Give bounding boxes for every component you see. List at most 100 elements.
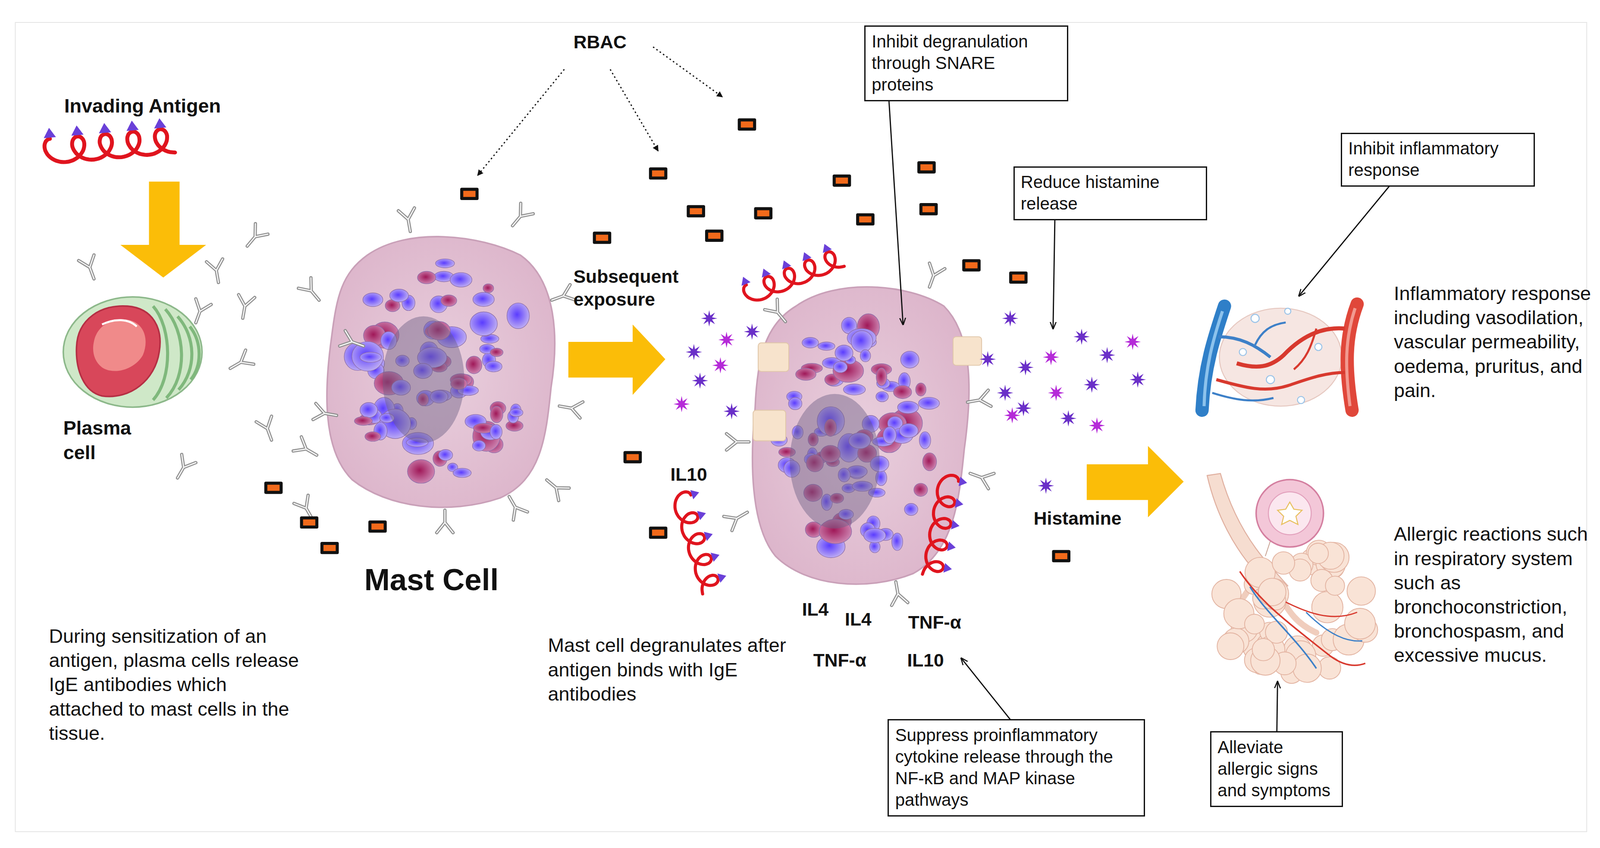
- histamine-molecule: [1088, 417, 1106, 434]
- histamine-molecule: [1124, 333, 1141, 351]
- rbac-particle: [689, 208, 702, 215]
- rbac-particle: [708, 232, 721, 239]
- granule: [860, 349, 871, 362]
- leader-line: [1053, 203, 1056, 329]
- ige-antibody: [921, 263, 945, 290]
- granule: [472, 292, 495, 307]
- ige-antibody: [887, 580, 908, 606]
- histamine-molecule: [1129, 371, 1146, 389]
- granule: [351, 341, 384, 372]
- granule: [407, 459, 435, 484]
- antigen: [671, 487, 730, 594]
- plasma-cell: [63, 297, 203, 408]
- dotted-arrow: [652, 47, 723, 98]
- ige-antibody: [241, 223, 268, 252]
- ige-antibody: [339, 330, 367, 354]
- histamine-molecule: [1001, 310, 1019, 327]
- yellow-arrow: [120, 181, 207, 278]
- granule: [470, 311, 498, 336]
- histamine-molecule: [1042, 349, 1060, 366]
- granule: [897, 401, 919, 414]
- rbac-particle: [917, 161, 936, 174]
- rbac-particle: [371, 523, 384, 530]
- granule: [851, 330, 873, 353]
- granule: [904, 503, 918, 516]
- granule: [483, 283, 494, 293]
- cytokine-label: IL4: [802, 598, 829, 622]
- caption-note: Mast cell degranulates after antigen bin…: [548, 633, 791, 707]
- lungs: [1207, 473, 1378, 684]
- effect-note: Allergic reactions such in respiratory s…: [1393, 522, 1594, 668]
- histamine-molecule: [997, 384, 1014, 402]
- histamine-molecule: [685, 344, 703, 361]
- granule: [913, 483, 928, 497]
- dotted-arrow: [477, 69, 565, 176]
- rbac-particle: [463, 191, 476, 198]
- ige-antibody: [78, 254, 102, 282]
- histamine-molecule: [673, 395, 691, 413]
- mast-cell-body: [752, 287, 970, 585]
- ige-antibody: [206, 259, 227, 285]
- caption-note: During sensitization of an antigen, plas…: [49, 624, 303, 746]
- ige-antibody: [764, 299, 792, 327]
- granule: [472, 440, 486, 452]
- granule: [362, 292, 383, 307]
- ige-antibody: [723, 505, 752, 531]
- granule: [440, 294, 457, 307]
- callout-text: Reduce histamine release: [1020, 171, 1200, 216]
- rbac-particle: [649, 526, 668, 539]
- granule: [915, 382, 926, 396]
- rbac-particle: [835, 177, 848, 184]
- step-label: Subsequent exposure: [573, 265, 699, 311]
- rbac-particle: [922, 206, 935, 213]
- rbac-particle: [754, 207, 773, 220]
- rbac-particle: [623, 451, 643, 464]
- granule: [489, 424, 502, 440]
- rbac-particle: [740, 121, 753, 128]
- ige-antibody: [558, 398, 584, 418]
- cytokine-label: IL4: [844, 608, 872, 631]
- nucleus: [382, 316, 465, 444]
- histamine-molecule: [1083, 376, 1101, 393]
- alveolus: [1272, 552, 1295, 575]
- granule: [389, 289, 409, 303]
- alveolus: [1344, 608, 1376, 640]
- granule: [891, 533, 904, 551]
- granule: [450, 272, 473, 288]
- granule: [802, 337, 819, 349]
- rbac-particle: [1055, 553, 1068, 560]
- ige-antibody: [967, 465, 995, 489]
- ige-antibody: [541, 473, 570, 501]
- rbac-particle: [592, 231, 612, 244]
- alveolus: [1244, 614, 1265, 635]
- callout-box: Suppress proinflammatory cytokine releas…: [887, 719, 1145, 817]
- granule: [893, 385, 912, 399]
- rbac-particle: [859, 216, 872, 223]
- ige-antibody: [436, 510, 454, 534]
- yellow-arrow: [1086, 445, 1184, 518]
- callout-box: Inhibit degranulation through SNARE prot…: [864, 25, 1069, 102]
- granule: [918, 397, 940, 410]
- rbac-particle: [757, 210, 770, 217]
- reagent-label: RBAC: [573, 30, 627, 54]
- rbac-particle: [303, 519, 316, 526]
- alveolus: [1217, 633, 1244, 660]
- rbac-particle: [652, 529, 665, 536]
- alveolus: [1308, 543, 1329, 564]
- granule: [843, 384, 866, 396]
- granule: [360, 402, 378, 418]
- ige-antibody: [256, 416, 280, 443]
- granule: [360, 352, 382, 363]
- histamine-molecule: [1060, 410, 1077, 427]
- granule: [883, 426, 897, 444]
- rbac-particle: [368, 520, 387, 533]
- ige-antibody: [234, 294, 255, 320]
- histamine-molecule: [1037, 477, 1055, 495]
- ige-antibody: [398, 207, 419, 233]
- rbac-particle: [649, 167, 668, 180]
- granule: [354, 416, 373, 426]
- membrane-channel: [758, 342, 789, 372]
- rbac-particle: [320, 542, 339, 555]
